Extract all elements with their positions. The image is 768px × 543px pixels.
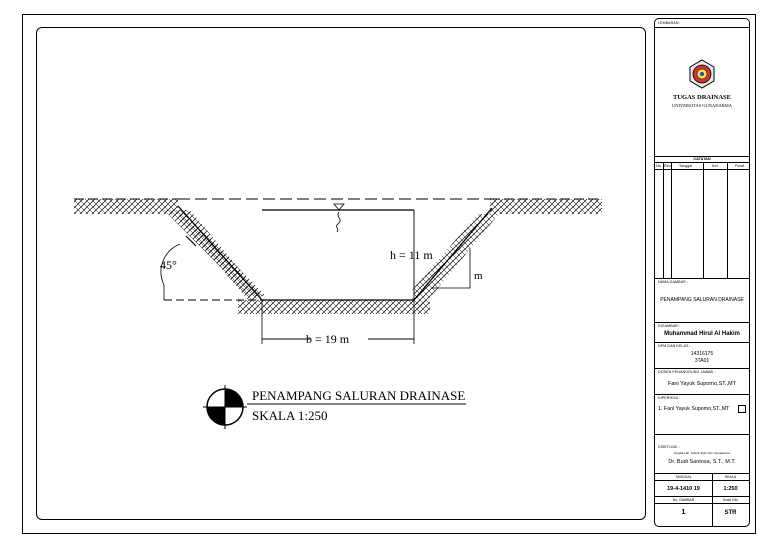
date-value: 19-4-1410 19 xyxy=(667,486,700,492)
width-label: b = 19 m xyxy=(306,332,350,346)
notes-col-date: Tanggal xyxy=(679,164,693,168)
date-scale-header: TANGGAL SKALA xyxy=(655,474,749,481)
drawing-frame xyxy=(36,27,646,520)
angle-label: 45° xyxy=(160,258,177,272)
height-label: h = 11 m xyxy=(390,248,433,262)
water-level-symbol xyxy=(333,203,345,211)
number-header: No. GAMBAR Kode Gbr xyxy=(655,497,749,504)
angle-tick xyxy=(185,235,197,247)
drawing-name-cell: NAMA GAMBAR : PENAMPANG SALURAN DRAINASE xyxy=(655,279,749,323)
university-logo-icon xyxy=(689,59,715,89)
npm-cell: NPM DAN KELAS : 14316175 3TA01 xyxy=(655,343,749,369)
angle-arc xyxy=(160,243,181,300)
approved-label: DISETUJUI : xyxy=(658,445,680,449)
water-wave-symbol xyxy=(336,211,341,233)
number-label: No. GAMBAR xyxy=(672,498,695,502)
date-label: TANGGAL xyxy=(675,475,692,479)
drawing-scale: SKALA 1:250 xyxy=(252,408,328,423)
notes-col-rev: Rev. xyxy=(664,164,672,168)
checked-label: DIPERIKSA : xyxy=(658,396,681,400)
checked-cell: DIPERIKSA : 1. Fani Yayuk Supomo,ST.,MT xyxy=(655,395,749,435)
scale-value: 1:250 xyxy=(723,486,738,492)
section-symbol-icon xyxy=(203,385,247,429)
drawn-by-label: DIGAMBAR : xyxy=(658,324,681,328)
slope-triangle xyxy=(432,248,471,289)
class-value: 3TA01 xyxy=(694,358,710,364)
university-name: UNIVERSITAS GUNADARMA xyxy=(671,103,733,108)
lecturer-label: DOSEN PENANGGUNG JAWAB : xyxy=(658,370,716,374)
notes-col-no: No. xyxy=(656,164,662,168)
sheet-border xyxy=(22,14,756,534)
notes-header: CATATAN xyxy=(693,157,711,161)
drawing-name: PENAMPANG SALURAN DRAINASE xyxy=(660,297,744,303)
scale-label: SKALA xyxy=(724,475,737,479)
checked-checkbox[interactable] xyxy=(738,405,746,413)
logo-cell: TUGAS DRAINASE UNIVERSITAS GUNADARMA xyxy=(655,28,749,157)
channel-profile xyxy=(177,205,493,301)
sheet-label: LEMBARAN: xyxy=(658,21,680,25)
approved-by: Dr. Budi Santosa, S.T., M.T. xyxy=(668,459,736,465)
project-title: TUGAS DRAINASE xyxy=(673,94,731,101)
drawing-name-label: NAMA GAMBAR : xyxy=(658,280,689,284)
date-scale-values: 19-4-1410 19 1:250 xyxy=(655,481,749,497)
notes-header-cell: CATATAN xyxy=(655,156,749,163)
approved-cell: DISETUJUI : Kepala Lab. Teknik Sipil Uni… xyxy=(655,435,749,474)
approved-role: Kepala Lab. Teknik Sipil Univ. Gunadarma xyxy=(674,451,730,455)
soil-hatching xyxy=(74,199,602,314)
drawn-by: Muhammad Hirul Al Hakim xyxy=(664,331,740,337)
sheet-code: STR xyxy=(724,510,737,516)
notes-columns-row xyxy=(655,163,749,170)
total-label: Kode Gbr xyxy=(723,498,738,502)
sheet-number: 1 xyxy=(681,509,686,516)
number-values: 1 STR xyxy=(655,504,749,526)
drawn-by-cell: DIGAMBAR : Muhammad Hirul Al Hakim xyxy=(655,323,749,343)
drawing-title: PENAMPANG SALURAN DRAINASE xyxy=(252,388,466,403)
notes-col-sign: Paraf xyxy=(735,164,745,168)
slope-m-label: m xyxy=(474,270,483,282)
checked-by: 1. Fani Yayuk Supomo,ST.,MT xyxy=(658,406,730,412)
lecturer-cell: DOSEN PENANGGUNG JAWAB : Fani Yayuk Supo… xyxy=(655,369,749,395)
sheet-label-cell: LEMBARAN: xyxy=(655,19,749,28)
npm-value: 14316175 xyxy=(690,351,714,357)
notes-col-note: Ket. xyxy=(712,164,719,168)
npm-label: NPM DAN KELAS : xyxy=(658,344,691,348)
notes-table: No. Rev. Tanggal Ket. Paraf xyxy=(655,163,749,279)
lecturer: Fani Yayuk Supomo,ST.,MT xyxy=(668,381,736,387)
title-block: LEMBARAN: TUGAS DRAINASE UNIVERSITAS GUN… xyxy=(654,18,750,527)
